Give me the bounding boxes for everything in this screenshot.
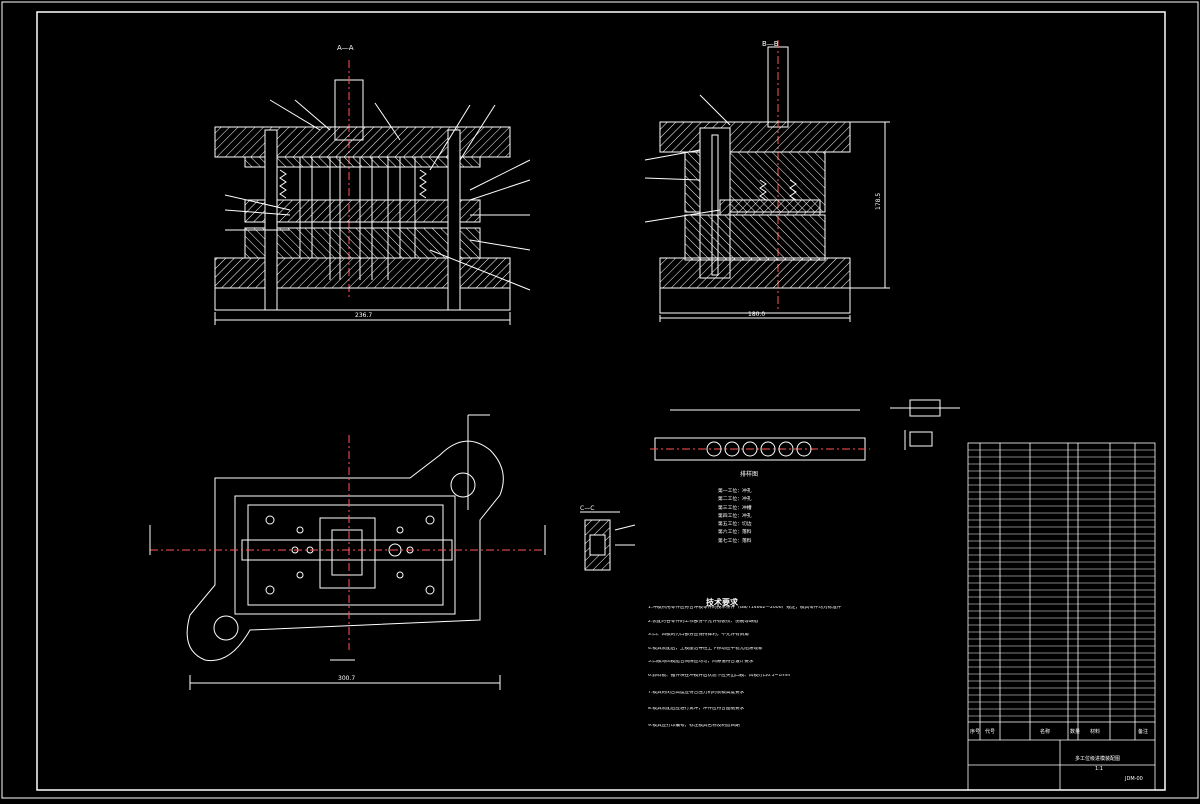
section-a-view <box>214 60 531 325</box>
bom-table <box>967 442 1156 791</box>
technical-line: 9.模具应打印编号，标注模具名称及制造日期 <box>648 723 740 728</box>
plan-width-dim: 300.7 <box>338 675 355 682</box>
section-b-title: B—B <box>762 40 779 48</box>
technical-line: 1.冲模所用零件应符合冲模零件的技术条件（GB/T14662—2006）规定，模… <box>648 606 842 610</box>
technical-title: 技术要求 <box>706 598 738 607</box>
bom-header-cell: 备注 <box>1138 728 1148 735</box>
title-block-scale: 1:1 <box>1095 766 1103 772</box>
bom-rows: 序号代号 名称 数量 材料 备注 <box>968 449 1155 735</box>
section-c-view <box>580 511 636 571</box>
plan-view <box>149 414 546 690</box>
process-line: 第七工位：落料 <box>718 538 752 544</box>
bom-header-cell: 材料 <box>1090 728 1100 735</box>
technical-line: 2.装配时各零件的工作部分不允许有裂纹、伤痕等缺陷 <box>648 619 759 624</box>
process-line: 第六工位：落料 <box>718 530 752 536</box>
right-height-dim: 178.5 <box>875 193 882 210</box>
inner-border <box>36 11 1166 791</box>
process-line: 第一工位：冲孔 <box>718 489 752 494</box>
technical-line: 8.模具装配后应进行试冲，冲件应符合图纸要求 <box>648 707 745 712</box>
bom-header-cell: 数量 <box>1070 728 1080 735</box>
process-line: 第三工位：冲槽 <box>718 505 752 511</box>
technical-line: 6.卸料板、推件块在冲模开启状态下应突出凸模、凹模刃口0.5~1mm <box>648 673 791 678</box>
left-width-dim: 236.7 <box>355 312 372 319</box>
process-list: 第一工位：冲孔第二工位：冲孔第三工位：冲槽第四工位：冲孔第五工位：切边第六工位：… <box>718 489 918 548</box>
bom-header-cell: 序号 <box>970 728 980 735</box>
bom-header-cell: 名称 <box>1040 728 1050 735</box>
detail-view <box>890 399 960 450</box>
process-line: 第四工位：冲孔 <box>718 513 752 519</box>
section-b-view <box>644 40 890 322</box>
technical-requirements: 1.冲模所用零件应符合冲模零件的技术条件（GB/T14662—2006）规定，模… <box>648 606 948 740</box>
technical-line: 4.模具装配后，上模座沿导柱上下移动应平稳无阻滞现象 <box>648 646 763 651</box>
title-block-part-name: 多工位级进模装配图 <box>1075 755 1120 762</box>
process-line: 第五工位：切边 <box>718 522 752 528</box>
technical-line: 3.凸、凹模的刃口部分应保持锋利，不允许有倒角 <box>648 633 749 638</box>
strip-layout <box>650 409 870 461</box>
technical-line: 7.模具的闭合高度应符合压力机的装模高度要求 <box>648 690 745 695</box>
section-c-title: C—C <box>580 505 594 512</box>
process-line: 第二工位：冲孔 <box>718 497 752 503</box>
bom-header-cell: 代号 <box>985 728 995 735</box>
strip-caption: 排样图 <box>740 470 758 478</box>
title-block-drawing-no: JDM-00 <box>1124 776 1143 782</box>
section-a-title: A—A <box>337 44 354 52</box>
right-width-dim: 180.0 <box>748 311 765 318</box>
technical-line: 5.凸模与凹模配合间隙应均匀，间隙值符合设计要求 <box>648 660 754 665</box>
